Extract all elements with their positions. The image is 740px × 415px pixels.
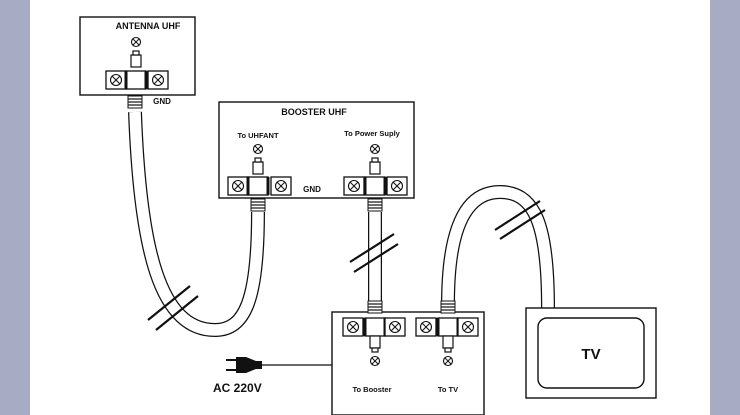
antenna-terminal-right <box>147 70 169 90</box>
booster-power-ferrule <box>367 198 383 212</box>
psu-to-tv-label: To TV <box>438 385 458 394</box>
psu-terminal-3 <box>384 317 406 337</box>
booster-terminal-3 <box>270 176 292 196</box>
psu-terminal-1 <box>342 317 364 337</box>
antenna-gnd-label: GND <box>153 97 171 106</box>
booster-terminal-6 <box>386 176 408 196</box>
psu-to-booster-label: To Booster <box>352 385 391 394</box>
antenna-terminal-left <box>105 70 127 90</box>
psu-terminal-6 <box>457 317 479 337</box>
antenna-cable-ferrule <box>127 95 143 109</box>
psu-tv-ferrule <box>440 300 456 314</box>
psu-terminal-5 <box>436 316 460 338</box>
tv-label: TV <box>581 346 600 363</box>
cable-power-supply-to-tv <box>441 184 555 309</box>
left-margin <box>0 0 30 415</box>
booster-to-power-supply-label: To Power Suply <box>344 129 401 138</box>
booster-ant-ferrule <box>250 198 266 212</box>
ac-220v-label: AC 220V <box>213 381 262 395</box>
antenna-title: ANTENNA UHF <box>116 21 181 31</box>
cable-antenna-to-booster <box>128 111 265 338</box>
booster-to-uhf-ant-label: To UHFANT <box>237 131 279 140</box>
booster-gnd-label: GND <box>303 185 321 194</box>
booster-terminal-5 <box>363 175 387 197</box>
cable-break-marks <box>147 200 546 331</box>
booster-title: BOOSTER UHF <box>281 107 347 117</box>
antenna-terminal-center <box>124 69 148 91</box>
tv-screen <box>537 317 645 389</box>
booster-terminal-2 <box>246 175 270 197</box>
booster-terminal-1 <box>227 176 249 196</box>
psu-booster-ferrule <box>367 300 383 314</box>
psu-terminal-2 <box>363 316 387 338</box>
booster-terminal-4 <box>343 176 365 196</box>
right-margin <box>710 0 740 415</box>
ac-power-cord <box>226 357 332 373</box>
psu-terminal-4 <box>415 317 437 337</box>
